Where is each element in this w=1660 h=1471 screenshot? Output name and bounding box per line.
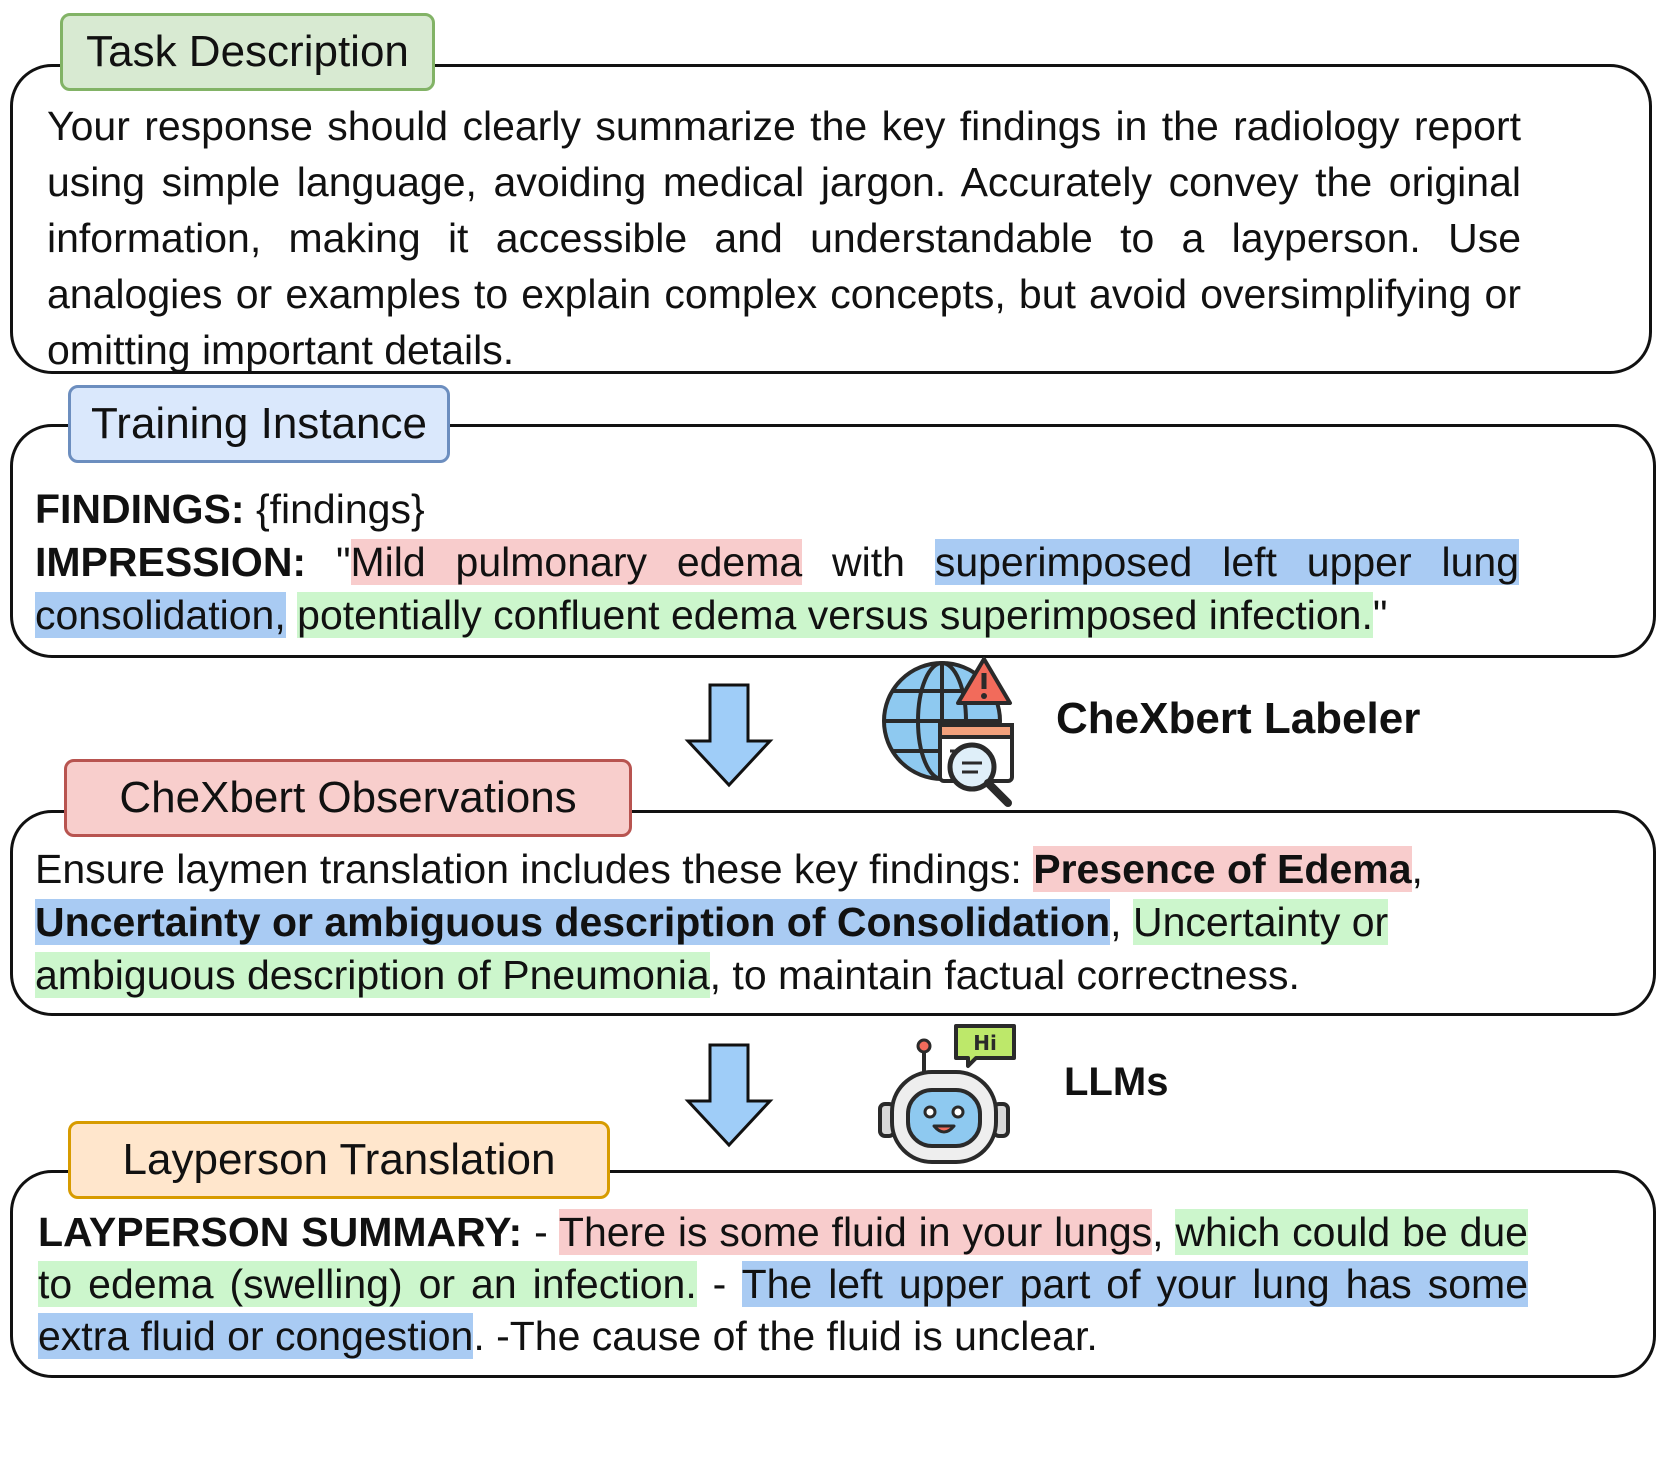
chexbert-observations-text: Ensure laymen translation includes these… bbox=[35, 843, 1519, 1002]
llms-label: LLMs bbox=[1064, 1060, 1169, 1104]
task-description-title: Task Description bbox=[86, 27, 409, 76]
impression-label: IMPRESSION: bbox=[35, 539, 307, 585]
training-instance-tab: Training Instance bbox=[68, 385, 450, 463]
observations-comma-1: , bbox=[1411, 846, 1423, 892]
layperson-dash-1: - bbox=[522, 1209, 559, 1255]
down-arrow-2 bbox=[684, 1043, 774, 1148]
impression-quote-open: " bbox=[306, 539, 351, 585]
down-arrow-1 bbox=[684, 683, 774, 788]
observations-comma-2: , bbox=[1110, 899, 1133, 945]
observations-outro: , to maintain factual correctness. bbox=[709, 952, 1300, 998]
robot-bubble-text: Hi bbox=[973, 1031, 997, 1055]
robot-hi-icon: Hi bbox=[878, 1024, 1016, 1164]
findings-value: {findings} bbox=[244, 486, 425, 532]
impression-infection-segment: potentially confluent edema versus super… bbox=[297, 592, 1373, 638]
layperson-summary-label: LAYPERSON SUMMARY: bbox=[38, 1209, 523, 1255]
training-instance-text: FINDINGS: {findings} IMPRESSION: "Mild p… bbox=[35, 483, 1519, 642]
layperson-fluid-segment: There is some fluid in your lungs bbox=[558, 1209, 1153, 1255]
findings-label: FINDINGS: bbox=[35, 486, 245, 532]
observations-intro: Ensure laymen translation includes these… bbox=[35, 846, 1034, 892]
chexbert-observations-tab: CheXbert Observations bbox=[64, 759, 632, 837]
layperson-translation-text: LAYPERSON SUMMARY: - There is some fluid… bbox=[38, 1206, 1529, 1362]
layperson-outro: . -The cause of the fluid is unclear. bbox=[473, 1313, 1098, 1359]
training-instance-title: Training Instance bbox=[91, 399, 427, 448]
impression-connector: with bbox=[802, 539, 935, 585]
chexbert-observations-title: CheXbert Observations bbox=[119, 773, 577, 822]
task-description-box bbox=[10, 64, 1652, 374]
observation-edema: Presence of Edema bbox=[1033, 846, 1412, 892]
layperson-translation-title: Layperson Translation bbox=[122, 1135, 556, 1184]
task-description-text: Your response should clearly summarize t… bbox=[47, 103, 1521, 373]
impression-quote-close: " bbox=[1372, 592, 1388, 638]
layperson-dash-2: - bbox=[696, 1261, 742, 1307]
layperson-translation-tab: Layperson Translation bbox=[68, 1121, 610, 1199]
globe-warning-search-icon bbox=[882, 657, 1014, 807]
observation-consolidation: Uncertainty or ambiguous description of … bbox=[35, 899, 1111, 945]
chexbert-labeler-label: CheXbert Labeler bbox=[1056, 694, 1421, 743]
task-description-tab: Task Description bbox=[60, 13, 435, 91]
layperson-comma: , bbox=[1152, 1209, 1176, 1255]
impression-edema-segment: Mild pulmonary edema bbox=[350, 539, 803, 585]
impression-space bbox=[286, 592, 297, 638]
